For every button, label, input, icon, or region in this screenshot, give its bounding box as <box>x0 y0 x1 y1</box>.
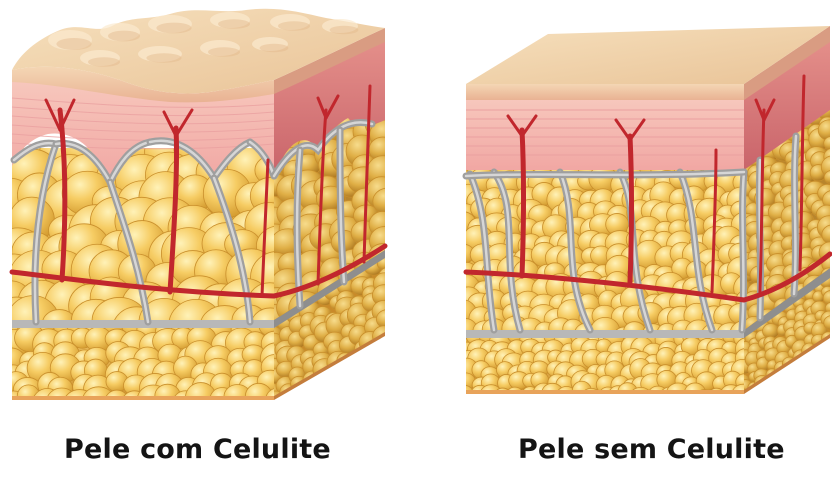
fat-globule <box>105 390 129 414</box>
fat-globule <box>506 387 523 402</box>
caption-with-cellulite: Pele com Celulite <box>64 434 331 465</box>
fat-globule <box>452 385 474 405</box>
skin-block-with-cellulite <box>0 0 406 419</box>
fat-globule <box>363 0 398 29</box>
fat-globule <box>376 310 399 329</box>
fat-globule <box>373 188 404 214</box>
caption-without-cellulite: Pele sem Celulite <box>518 434 785 465</box>
blood-vessel <box>522 130 524 276</box>
fat-globule <box>480 385 502 406</box>
epidermis-front <box>466 84 744 100</box>
blood-vessel <box>630 136 632 282</box>
dermis-front <box>466 98 744 170</box>
